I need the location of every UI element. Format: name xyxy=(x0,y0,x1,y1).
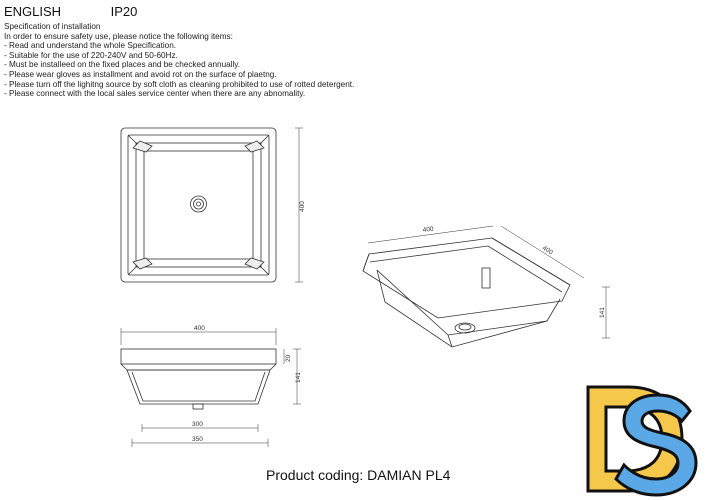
ds-logo xyxy=(586,385,698,497)
spec-item: - Please turn off the lighitng source by… xyxy=(4,79,355,89)
language-label: ENGLISH xyxy=(4,4,62,19)
top-view xyxy=(120,127,303,283)
spec-intro: In order to ensure safety use, please no… xyxy=(4,31,233,41)
spec-item: - Please wear gloves as installment and … xyxy=(4,69,277,79)
dim-iso-depth: 400 xyxy=(541,245,554,257)
dim-iso-height: 141 xyxy=(599,307,606,318)
dim-side-bottom-inner: 300 xyxy=(192,421,203,428)
dim-side-bottom-outer: 350 xyxy=(192,436,203,443)
dim-side-width: 400 xyxy=(194,325,205,332)
dim-top-height: 400 xyxy=(299,201,306,212)
dim-iso-width: 400 xyxy=(422,226,434,234)
spec-item: - Please connect with the local sales se… xyxy=(4,89,306,99)
installation-specification: Specification of installation In order t… xyxy=(4,22,354,99)
isometric-view xyxy=(362,225,610,348)
ip-rating: IP20 xyxy=(110,4,138,19)
document-header: ENGLISH IP20 xyxy=(4,4,137,19)
spec-item: - Suitable for the use of 220-240V and 5… xyxy=(4,50,178,60)
logo-s xyxy=(614,393,698,497)
spec-title: Specification of installation xyxy=(4,22,101,31)
spec-item: - Must be installeed on the fixed places… xyxy=(4,60,241,70)
product-coding: Product coding: DAMIAN PL4 xyxy=(266,467,451,483)
side-view xyxy=(120,328,301,447)
spec-item: - Read and understand the whole Specific… xyxy=(4,41,177,51)
dim-side-top: 20 xyxy=(285,354,292,362)
dim-side-height: 141 xyxy=(295,372,302,383)
